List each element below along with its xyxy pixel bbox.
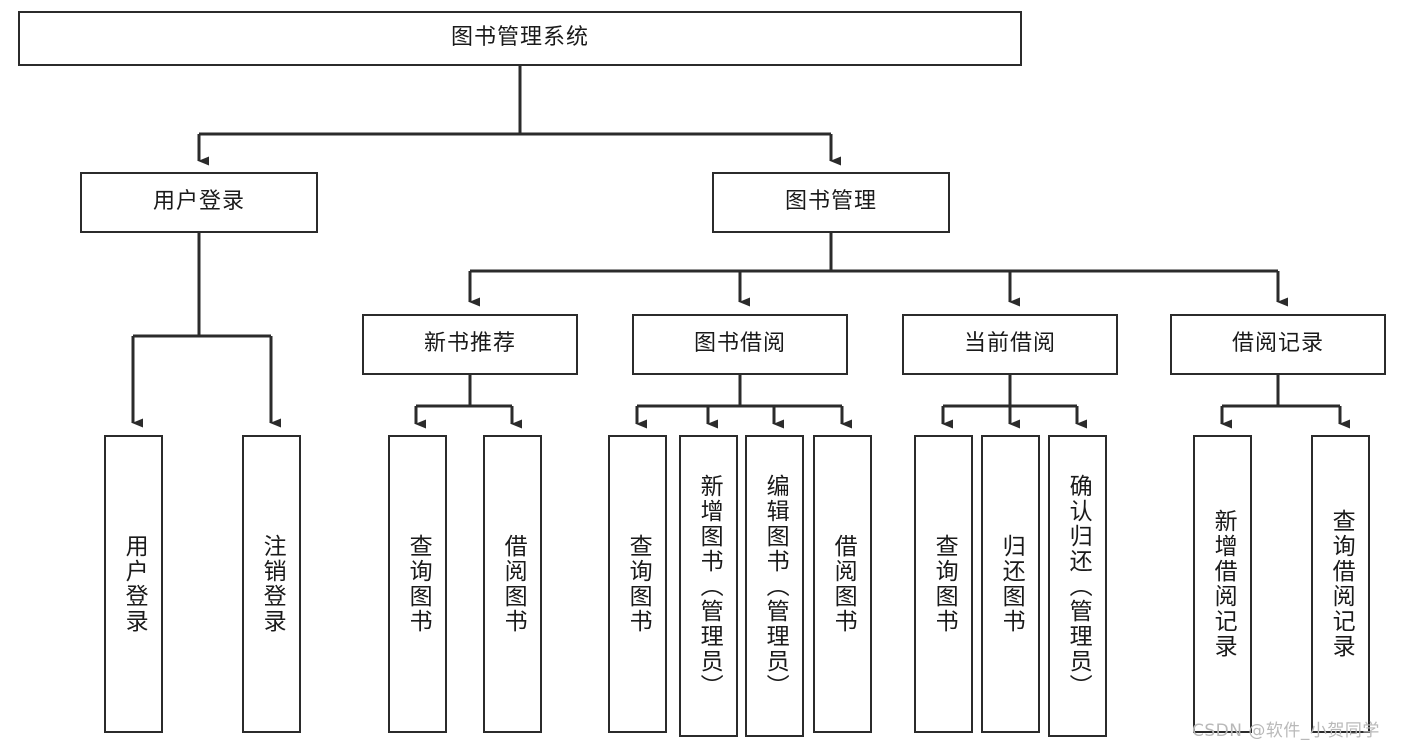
node-leaf-borrow-book-2-label: 借阅图书 [830, 534, 857, 634]
node-current-borrow[interactable]: 当前借阅 [902, 314, 1118, 375]
node-leaf-borrow-book-1-label: 借阅图书 [500, 534, 527, 634]
node-leaf-return-book[interactable]: 归还图书 [981, 435, 1040, 733]
node-leaf-user-login-label: 用户登录 [121, 534, 148, 634]
node-leaf-borrow-book-1[interactable]: 借阅图书 [483, 435, 542, 733]
node-new-book-rec-label: 新书推荐 [423, 331, 516, 357]
node-leaf-query-book-3-label: 查询图书 [931, 534, 958, 634]
node-borrow-record-label: 借阅记录 [1231, 331, 1324, 357]
node-new-book-rec[interactable]: 新书推荐 [362, 314, 578, 375]
node-borrow-record[interactable]: 借阅记录 [1170, 314, 1386, 375]
node-leaf-confirm-return[interactable]: 确认归还（管理员） [1048, 435, 1107, 737]
node-leaf-borrow-book-2[interactable]: 借阅图书 [813, 435, 872, 733]
node-leaf-query-book-3[interactable]: 查询图书 [914, 435, 973, 733]
node-root[interactable]: 图书管理系统 [18, 11, 1022, 66]
node-book-borrow-label: 图书借阅 [693, 331, 786, 357]
node-leaf-return-book-label: 归还图书 [998, 534, 1025, 634]
node-leaf-query-book-1[interactable]: 查询图书 [388, 435, 447, 733]
node-leaf-edit-book[interactable]: 编辑图书（管理员） [745, 435, 804, 737]
node-leaf-add-record[interactable]: 新增借阅记录 [1193, 435, 1252, 733]
node-leaf-query-book-2-label: 查询图书 [625, 534, 652, 634]
node-leaf-add-record-label: 新增借阅记录 [1210, 509, 1237, 659]
node-user-login[interactable]: 用户登录 [80, 172, 318, 233]
node-leaf-logout[interactable]: 注销登录 [242, 435, 301, 733]
node-leaf-query-book-1-label: 查询图书 [405, 534, 432, 634]
node-leaf-confirm-return-label: 确认归还（管理员） [1065, 473, 1092, 699]
node-current-borrow-label: 当前借阅 [963, 331, 1056, 357]
node-book-manage-label: 图书管理 [784, 189, 877, 215]
node-leaf-edit-book-label: 编辑图书（管理员） [762, 473, 789, 699]
node-root-label: 图书管理系统 [450, 25, 589, 51]
node-leaf-query-book-2[interactable]: 查询图书 [608, 435, 667, 733]
node-leaf-query-record[interactable]: 查询借阅记录 [1311, 435, 1370, 733]
node-leaf-user-login[interactable]: 用户登录 [104, 435, 163, 733]
node-leaf-add-book-label: 新增图书（管理员） [696, 473, 723, 699]
node-user-login-label: 用户登录 [152, 189, 245, 215]
node-leaf-add-book[interactable]: 新增图书（管理员） [679, 435, 738, 737]
node-book-manage[interactable]: 图书管理 [712, 172, 950, 233]
node-book-borrow[interactable]: 图书借阅 [632, 314, 848, 375]
node-leaf-query-record-label: 查询借阅记录 [1328, 509, 1355, 659]
node-leaf-logout-label: 注销登录 [259, 534, 286, 634]
